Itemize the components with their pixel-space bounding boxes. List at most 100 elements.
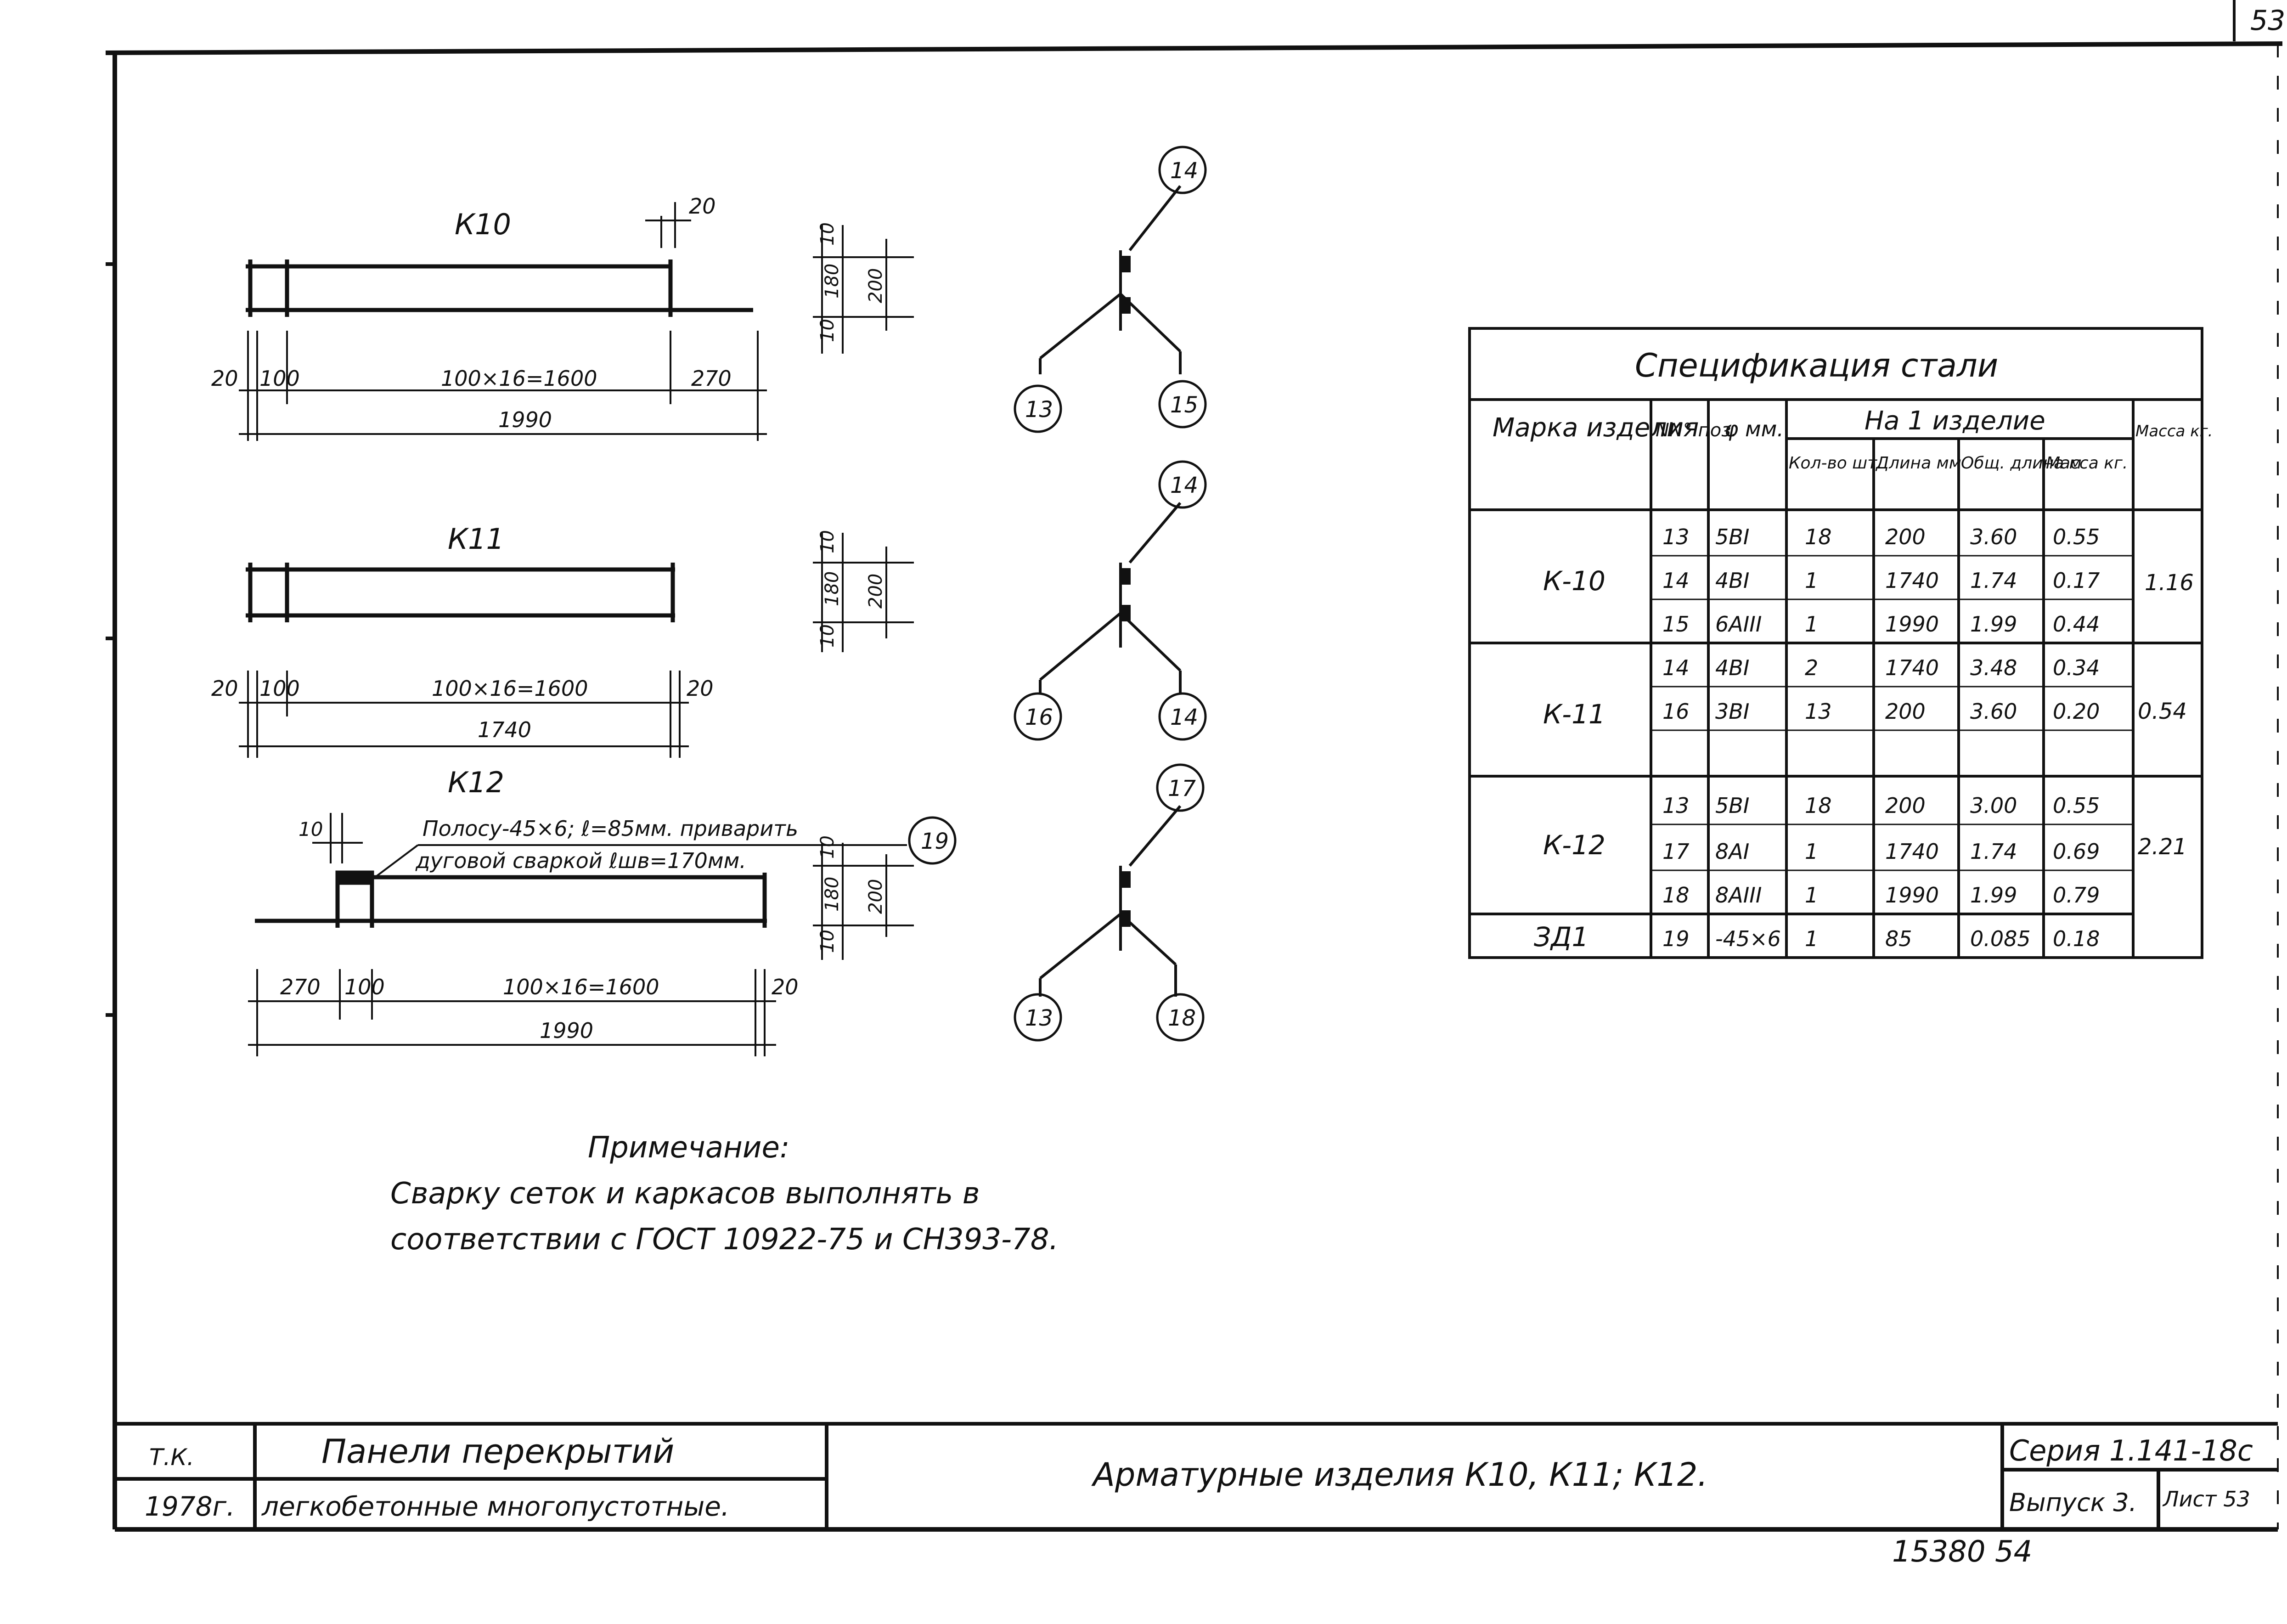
k11-dim-right: 20 xyxy=(687,676,714,701)
cage-k12: К12 10 Полосу-45×6; ℓ=85мм. приварить ду… xyxy=(248,766,957,1056)
spec-cell-length: 1740 xyxy=(1885,839,1939,864)
spec-cell-mass: 0.17 xyxy=(2053,568,2100,593)
spec-cell-length: 1740 xyxy=(1885,655,1939,680)
spec-cell-pos: 16 xyxy=(1662,699,1690,724)
spec-cell-dia: -45×6 xyxy=(1715,926,1781,951)
spec-cell-pos: 18 xyxy=(1662,883,1690,908)
node-diagram-1: 14 13 15 xyxy=(1014,146,1207,433)
k10-side-10a: 10 xyxy=(817,222,838,246)
k11-dim-left: 20 xyxy=(211,676,238,701)
spec-cell-length: 200 xyxy=(1885,524,1926,549)
note-block: Примечание: Сварку сеток и каркасов выпо… xyxy=(390,1131,1059,1257)
spec-cell-pos: 14 xyxy=(1662,568,1690,593)
node-diagram-2: 14 16 14 xyxy=(1014,460,1207,741)
k10-dim-total: 1990 xyxy=(498,407,552,432)
tb-sheet: Лист 53 xyxy=(2162,1487,2250,1511)
spec-cell-total-len: 1.99 xyxy=(1970,883,2017,908)
node1-left-label: 13 xyxy=(1025,397,1053,423)
group-mass-k12: 2.21 xyxy=(2138,834,2187,860)
k12-dim-small: 10 xyxy=(299,818,323,840)
spec-cell-dia: 4ВI xyxy=(1715,568,1749,593)
k12-callout-circle xyxy=(908,816,957,865)
spec-cell-mass: 0.34 xyxy=(2053,655,2100,680)
spec-cell-pos: 17 xyxy=(1662,839,1690,864)
spec-cell-dia: 5ВI xyxy=(1715,793,1749,818)
k11-side-10a: 10 xyxy=(817,530,838,553)
hdr-mark-text: Марка изделия xyxy=(1493,413,1699,443)
spec-cell-dia: 4ВI xyxy=(1715,655,1749,680)
k11-side-10b: 10 xyxy=(817,624,838,648)
hdr-mass: Масса кг. xyxy=(2046,454,2128,473)
k12-dim-run: 100×16=1600 xyxy=(503,975,659,999)
group-mark-k11: К-11 xyxy=(1543,699,1605,730)
k10-side-10b: 10 xyxy=(817,319,838,342)
k12-side-180: 180 xyxy=(822,877,843,912)
k12-callout-number: 19 xyxy=(921,829,949,854)
spec-cell-dia: 5ВI xyxy=(1715,524,1749,549)
spec-cell-total-len: 0.085 xyxy=(1970,926,2031,951)
spec-cell-qty: 1 xyxy=(1805,839,1818,864)
spec-cell-dia: 6AIII xyxy=(1715,612,1762,637)
node2-left-label: 16 xyxy=(1025,705,1053,730)
k11-side-180: 180 xyxy=(822,571,843,606)
k12-side-200: 200 xyxy=(865,879,886,914)
k12-side-10a: 10 xyxy=(817,835,838,859)
spec-cell-pos: 13 xyxy=(1662,524,1690,549)
spec-table: Спецификация стали Марка изделия NN° поз… xyxy=(1468,327,2213,959)
spec-cell-dia: 3ВI xyxy=(1715,699,1749,724)
k10-dim-right: 270 xyxy=(691,366,732,391)
title-block: Т.К. 1978г. Панели перекрытий легкобетон… xyxy=(115,1422,2278,1529)
note-line1: Сварку сеток и каркасов выполнять в xyxy=(390,1177,980,1211)
node1-right-label: 15 xyxy=(1170,392,1198,418)
spec-cell-mass: 0.69 xyxy=(2053,839,2100,864)
spec-cell-pos: 19 xyxy=(1662,926,1690,951)
node1-top-label: 14 xyxy=(1170,158,1198,184)
k11-dim-step: 100 xyxy=(259,676,300,701)
spec-cell-pos: 15 xyxy=(1662,612,1690,637)
k12-dim-right: 20 xyxy=(772,975,799,999)
spec-cell-qty: 1 xyxy=(1805,568,1818,593)
node-diagram-3: 17 13 18 xyxy=(1014,763,1205,1042)
footer-code: 15380 54 xyxy=(1892,1535,2032,1569)
k12-dim-step: 100 xyxy=(344,975,385,999)
node3-right-label: 18 xyxy=(1168,1005,1196,1031)
spec-cell-total-len: 1.74 xyxy=(1970,839,2017,864)
hdr-mass-total: Масса кг. xyxy=(2135,422,2213,440)
cage-k11: К11 20 100 100×16=1600 20 1740 xyxy=(211,522,914,758)
tb-project-line2: легкобетонные многопустотные. xyxy=(261,1491,729,1522)
node2-right-label: 14 xyxy=(1170,705,1198,730)
spec-cell-length: 1990 xyxy=(1885,612,1939,637)
spec-cell-length: 85 xyxy=(1885,926,1912,951)
k12-note-line1: Полосу-45×6; ℓ=85мм. приварить xyxy=(422,816,798,841)
spec-cell-qty: 18 xyxy=(1805,793,1832,818)
k10-side-200: 200 xyxy=(865,268,886,303)
tb-series: Серия 1.141-18с xyxy=(2009,1434,2253,1467)
k10-title: К10 xyxy=(455,208,511,241)
group-mass-k10: 1.16 xyxy=(2145,570,2194,596)
k12-dim-left: 270 xyxy=(280,975,321,999)
note-title: Примечание: xyxy=(588,1131,789,1165)
node3-top-label: 17 xyxy=(1168,776,1196,801)
tb-project-line1: Панели перекрытий xyxy=(321,1432,674,1471)
spec-cell-qty: 1 xyxy=(1805,926,1818,951)
tb-org: Т.К. xyxy=(149,1444,194,1471)
cage-k10: К10 20 20 100 100×16=1600 270 1990 xyxy=(211,194,914,441)
k11-dim-total: 1740 xyxy=(478,717,531,742)
spec-cell-total-len: 3.48 xyxy=(1970,655,2017,680)
hdr-qty: Кол-во шт. xyxy=(1789,454,1882,473)
spec-cell-dia: 8AIII xyxy=(1715,883,1762,908)
spec-cell-mass: 0.20 xyxy=(2053,699,2100,724)
spec-cell-qty: 18 xyxy=(1805,524,1832,549)
hdr-total-len: Общ. длина м xyxy=(1961,454,2082,473)
spec-title: Спецификация стали xyxy=(1635,347,1998,384)
group-mass-k11: 0.54 xyxy=(2138,699,2187,724)
page-corner-number: 53 xyxy=(2250,5,2285,37)
hdr-pos: NN° поз. xyxy=(1656,420,1737,441)
k12-dim-total: 1990 xyxy=(540,1018,593,1043)
spec-cell-length: 1990 xyxy=(1885,883,1939,908)
sheet-frame xyxy=(105,0,2283,1532)
spec-cell-length: 1740 xyxy=(1885,568,1939,593)
k10-dim-top: 20 xyxy=(689,194,716,219)
